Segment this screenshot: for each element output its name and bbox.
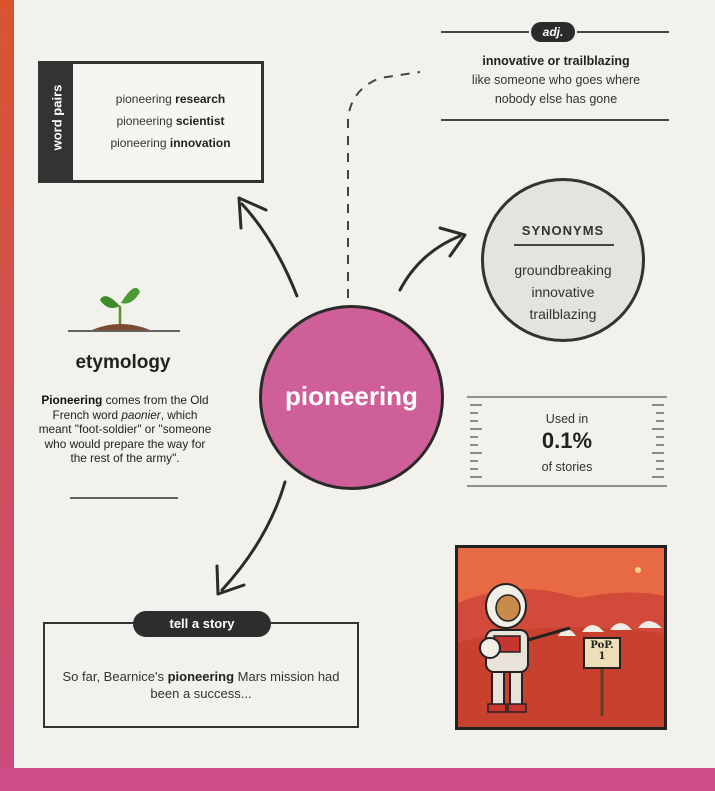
headword-circle: pioneering [259,305,444,490]
signpost-icon [583,637,621,716]
usage-label: Used in [545,412,589,426]
synonyms-rule [514,244,614,246]
arrow-to-word-pairs [240,202,299,298]
word-pair-item: pioneering scientist [83,110,258,132]
story-text-bold: pioneering [167,669,235,684]
arrow-to-synonyms [398,234,462,292]
synonyms-title: SYNONYMS [521,223,605,238]
usage-sub: of stories [541,460,593,474]
word-pair-prefix: pioneering [110,136,170,150]
adj-definition-line1: like someone who goes where [471,73,641,87]
sprout-icon [92,287,150,330]
signpost-line1: PoP. [590,640,614,651]
etymology-text-part1: comes from the Old French word [52,393,209,422]
arrowhead-story [215,564,246,596]
page-edge-left [0,0,18,791]
word-pair-item: pioneering innovation [83,132,258,154]
arrow-to-story [220,480,287,592]
synonyms-list: groundbreaking innovative trailblazing [484,259,642,325]
word-pair-bold: research [175,92,226,106]
page-edge-bottom [0,768,715,791]
word-pairs-list: pioneering research pioneering scientist… [83,88,258,154]
word-pair-prefix: pioneering [116,114,176,128]
usage-value: 0.1% [541,428,593,453]
adj-definition: innovative or trailblazing like someone … [445,52,667,109]
story-label: tell a story [133,611,271,637]
story-text: So far, Bearnice's pioneering Mars missi… [60,668,342,702]
ruler-decoration [467,396,667,487]
adj-rule-left [441,31,529,33]
word-pair-item: pioneering research [83,88,258,110]
dashed-line-to-adj [347,71,421,298]
synonym-item: innovative [531,284,595,300]
adj-definition-bold: innovative or trailblazing [482,54,630,68]
etymology-title: etymology [75,352,171,373]
adj-rule-right [577,31,669,33]
word-pairs-label: word pairs [49,84,65,151]
adj-badge: adj. [531,22,575,42]
arrowhead-word-pairs [237,196,268,230]
word-pair-bold: scientist [175,114,225,128]
word-pairs-tab: word pairs [41,64,73,180]
adj-rule-bottom [441,119,669,121]
etymology-text-part2: , which meant "foot-soldier" or "someone… [38,407,212,466]
word-pair-bold: innovation [169,136,231,150]
synonym-item: trailblazing [529,306,597,322]
synonyms-circle: SYNONYMS groundbreaking innovative trail… [481,178,645,342]
etymology-text: Pioneering comes from the Old French wor… [36,393,214,466]
arrowhead-synonyms [438,226,467,258]
mars-scene-illustration [458,548,664,727]
word-pairs-box: word pairs pioneering research pioneerin… [38,61,264,183]
etymology-origin-word: paonier [121,407,161,422]
word-pair-prefix: pioneering [115,92,176,106]
signpost-line2: 1 [598,651,606,662]
etymology-word: Pioneering [41,393,103,407]
astronaut-bear-icon [479,583,571,713]
distant-planet-icon [635,567,641,573]
synonym-item: groundbreaking [514,262,612,278]
usage-stat: Used in 0.1% of stories [467,394,667,486]
comic-panel: PoP. 1 [455,545,667,730]
story-text-before: So far, Bearnice's [62,669,168,684]
story-text-after: Mars mission had been a success... [150,669,340,701]
adj-definition-line2: nobody else has gone [494,92,618,106]
headword: pioneering [285,381,418,411]
signpost-text: PoP. 1 [584,640,620,662]
